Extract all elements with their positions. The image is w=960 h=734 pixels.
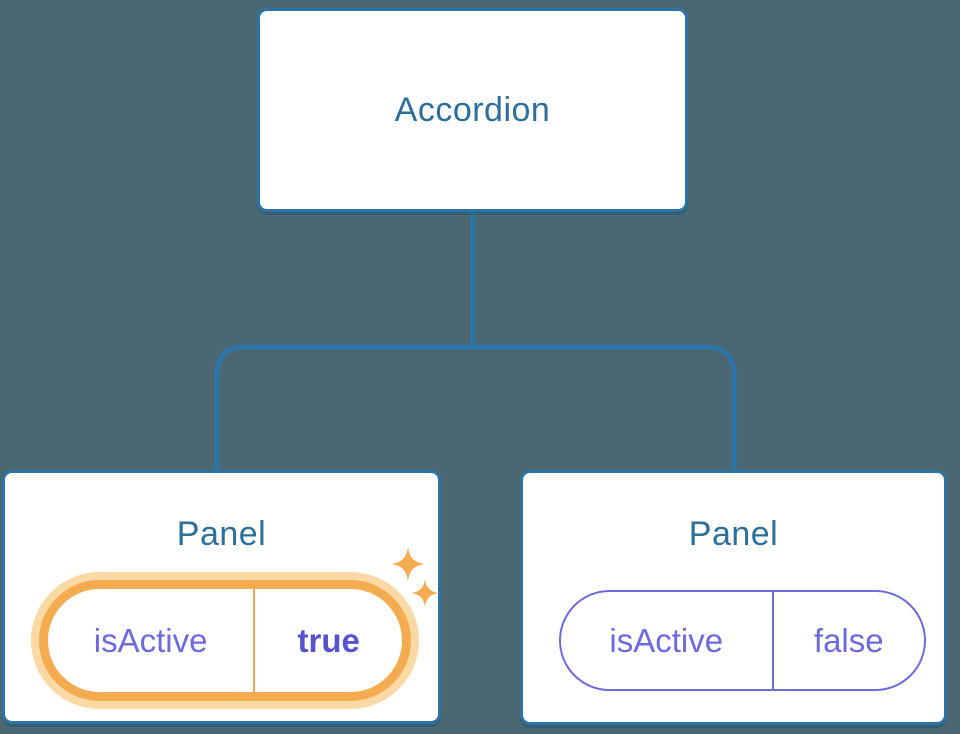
- prop-value: true: [297, 621, 360, 659]
- panel-node-title: Panel: [176, 515, 267, 553]
- accordion-node-label: Accordion: [394, 90, 551, 129]
- sparkle-icon-small: [411, 579, 439, 607]
- panel-node-title: Panel: [688, 515, 779, 553]
- prop-value: false: [813, 621, 884, 659]
- prop-name: isActive: [609, 621, 724, 659]
- panel-node-active: Panel isActive true: [2, 470, 441, 724]
- panel-node-inactive: Panel isActive false: [520, 470, 947, 725]
- prop-name: isActive: [93, 621, 208, 659]
- accordion-node: Accordion: [257, 8, 688, 212]
- sparkle-icon-large: [391, 547, 425, 581]
- prop-pill-active: isActive true: [39, 580, 411, 701]
- prop-pill-inactive: isActive false: [559, 590, 926, 691]
- prop-pill-divider: [253, 589, 256, 692]
- prop-pill-divider: [771, 592, 774, 689]
